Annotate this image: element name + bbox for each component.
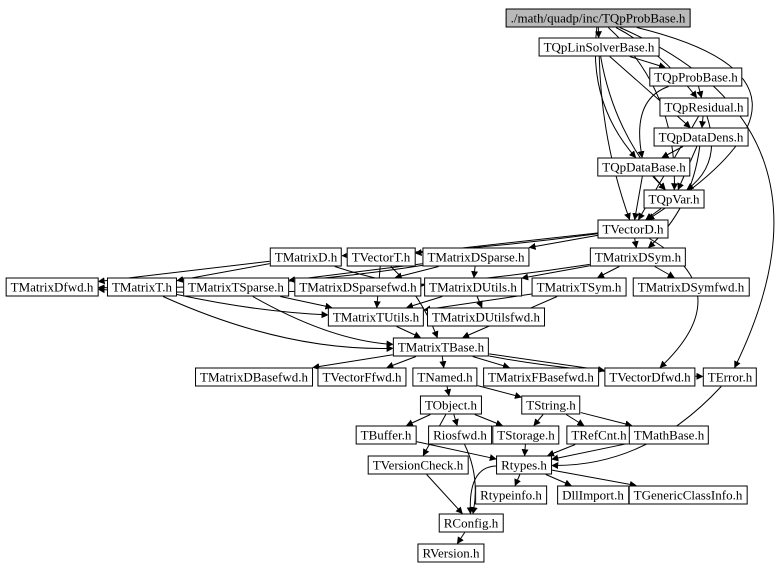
- edge-TQpDataBase-TQpVar: [652, 176, 666, 191]
- edge-TVectorT-TMatrixTBase: [390, 266, 439, 339]
- node-TMatrixDUtilsfwd[interactable]: TMatrixDUtilsfwd.h: [427, 307, 545, 327]
- node-TMatrixFBasefwd[interactable]: TMatrixFBasefwd.h: [483, 367, 599, 387]
- edge-TQpResidual-TQpVar: [686, 116, 713, 190]
- edge-TMathBase-Rtypes: [551, 442, 629, 462]
- edge-TMatrixDSparse-TMatrixDUtils: [471, 266, 479, 279]
- node-TMatrixDSym[interactable]: TMatrixDSym.h: [589, 247, 687, 267]
- node-root[interactable]: ./math/quadp/inc/TQpProbBase.h: [505, 8, 691, 28]
- node-TObject[interactable]: TObject.h: [419, 395, 483, 415]
- node-TVectorD[interactable]: TVectorD.h: [597, 219, 669, 239]
- edge-Riosfwd-RConfig: [464, 444, 478, 515]
- edge-TQpDataBase-TVectorD: [632, 176, 643, 221]
- edge-TMatrixDSparse-TMatrixDSparsefwd: [394, 266, 439, 280]
- node-TVectorT[interactable]: TVectorT.h: [346, 247, 416, 267]
- edge-TMatrixTUtils-TMatrixTBase: [396, 326, 422, 339]
- node-TString[interactable]: TString.h: [521, 395, 581, 415]
- node-TMatrixT[interactable]: TMatrixT.h: [106, 277, 178, 297]
- edge-RConfig-RVersion: [456, 532, 466, 545]
- node-TStorage[interactable]: TStorage.h: [492, 425, 560, 445]
- node-Riosfwd[interactable]: Riosfwd.h: [428, 425, 492, 445]
- node-TMatrixTBase[interactable]: TMatrixTBase.h: [392, 337, 490, 357]
- edge-TMatrixDUtils-TMatrixDUtilsfwd: [476, 296, 483, 309]
- node-TBuffer[interactable]: TBuffer.h: [355, 425, 417, 445]
- node-TVectorFfwd[interactable]: TVectorFfwd.h: [317, 367, 407, 387]
- edge-TObject-TStorage: [474, 414, 503, 427]
- edge-TMatrixTBase-TNamed: [439, 356, 447, 369]
- node-TQpProbBase[interactable]: TQpProbBase.h: [649, 67, 743, 87]
- edge-TError-Rtypes: [551, 386, 722, 470]
- node-TVectorDfwd[interactable]: TVectorDfwd.h: [604, 367, 696, 387]
- edge-Rtypes-TGenericClassInfo: [551, 469, 637, 488]
- node-TMatrixTUtils[interactable]: TMatrixTUtils.h: [327, 307, 425, 327]
- edge-TMatrixT-TMatrixTBase: [162, 296, 394, 352]
- edge-TNamed-TString: [477, 385, 522, 399]
- edge-root-TQpResidual: [615, 27, 698, 99]
- node-TMatrixDfwd[interactable]: TMatrixDfwd.h: [5, 277, 99, 297]
- node-TMatrixDSparse[interactable]: TMatrixDSparse.h: [422, 247, 530, 267]
- edge-TMatrixTBase-TMatrixDBasefwd: [312, 354, 393, 370]
- edge-root-TError: [619, 27, 775, 369]
- edge-TBuffer-Rtypes: [416, 441, 497, 462]
- edge-TVectorD-TMatrixDSym: [631, 238, 639, 249]
- edge-TObject-Riosfwd: [451, 414, 459, 427]
- node-TQpResidual[interactable]: TQpResidual.h: [659, 97, 749, 117]
- node-TGenericClassInfo[interactable]: TGenericClassInfo.h: [628, 485, 748, 505]
- edge-Rtypes-RConfig: [466, 465, 497, 515]
- edge-TString-TStorage: [533, 414, 544, 427]
- edge-TMatrixTBase-TVectorFfwd: [386, 356, 417, 369]
- edge-TQpLinSolverBase-TQpDataDens: [609, 56, 691, 128]
- edge-TMatrixDUtils-TMatrixTUtils: [406, 296, 443, 309]
- edge-TQpProbBase-TQpResidual: [696, 86, 704, 99]
- edge-TMatrixDSym-TMatrixTSym: [597, 266, 620, 278]
- node-TMathBase[interactable]: TMathBase.h: [628, 425, 710, 445]
- edge-TQpDataDens-TQpDataBase: [661, 146, 684, 158]
- node-TMatrixDSymfwd[interactable]: TMatrixDSymfwd.h: [632, 277, 750, 297]
- node-TMatrixDUtils[interactable]: TMatrixDUtils.h: [424, 277, 522, 297]
- node-TMatrixDSparsefwd[interactable]: TMatrixDSparsefwd.h: [294, 277, 422, 297]
- edge-Rtypes-DllImport: [545, 474, 572, 487]
- edge-TObject-TBuffer: [405, 414, 431, 427]
- node-TMatrixTSparse[interactable]: TMatrixTSparse.h: [183, 277, 289, 297]
- edge-TQpLinSolverBase-TVectorD: [598, 56, 631, 221]
- edge-root-TVectorD: [636, 27, 753, 220]
- edge-TMatrixTSparse-TMatrixTBase: [252, 296, 394, 348]
- edge-TQpLinSolverBase-TQpProbBase: [629, 56, 666, 69]
- node-RVersion[interactable]: RVersion.h: [417, 543, 485, 563]
- node-TMatrixD[interactable]: TMatrixD.h: [269, 247, 343, 267]
- node-Rtypeinfo[interactable]: Rtypeinfo.h: [475, 485, 547, 505]
- node-TMatrixTSym[interactable]: TMatrixTSym.h: [531, 277, 627, 297]
- node-DllImport[interactable]: DllImport.h: [557, 485, 629, 505]
- node-TQpDataBase[interactable]: TQpDataBase.h: [597, 157, 691, 177]
- edge-TVersionCheck-RConfig: [426, 474, 463, 515]
- node-TVersionCheck[interactable]: TVersionCheck.h: [367, 455, 469, 475]
- edge-TString-TRefCnt: [565, 414, 585, 426]
- edge-TString-TMathBase: [580, 412, 633, 428]
- node-TQpLinSolverBase[interactable]: TQpLinSolverBase.h: [538, 37, 660, 57]
- edge-TNamed-TObject: [444, 386, 452, 397]
- edge-TQpResidual-TQpDataDens: [699, 116, 707, 129]
- edge-TStorage-Rtypes: [521, 444, 529, 457]
- edge-TMatrixT-TMatrixTUtils: [176, 294, 329, 319]
- node-TError[interactable]: TError.h: [702, 367, 758, 387]
- edge-TMatrixTSparse-TMatrixTUtils: [280, 296, 333, 310]
- node-TQpDataDens[interactable]: TQpDataDens.h: [653, 127, 749, 147]
- node-TQpVar[interactable]: TQpVar.h: [643, 189, 705, 209]
- node-RConfig[interactable]: RConfig.h: [438, 513, 504, 533]
- node-TNamed[interactable]: TNamed.h: [412, 367, 478, 387]
- edge-TMatrixTBase-TMatrixFBasefwd: [472, 356, 511, 370]
- edge-TMatrixDSym-TMatrixDSymfwd: [654, 266, 675, 278]
- edge-TQpVar-TVectorD: [645, 208, 662, 220]
- edge-TMatrixDSym-TMatrixDUtils: [521, 265, 590, 281]
- edge-TQpProbBase-TQpDataBase: [637, 86, 669, 159]
- node-TRefCnt[interactable]: TRefCnt.h: [566, 425, 632, 445]
- node-Rtypes[interactable]: Rtypes.h: [496, 455, 552, 475]
- node-TMatrixDBasefwd[interactable]: TMatrixDBasefwd.h: [195, 367, 313, 387]
- edge-Rtypes-Rtypeinfo: [514, 474, 521, 487]
- edge-TRefCnt-Rtypes: [547, 444, 576, 457]
- edge-TVectorD-TMatrixDSparse: [528, 234, 598, 250]
